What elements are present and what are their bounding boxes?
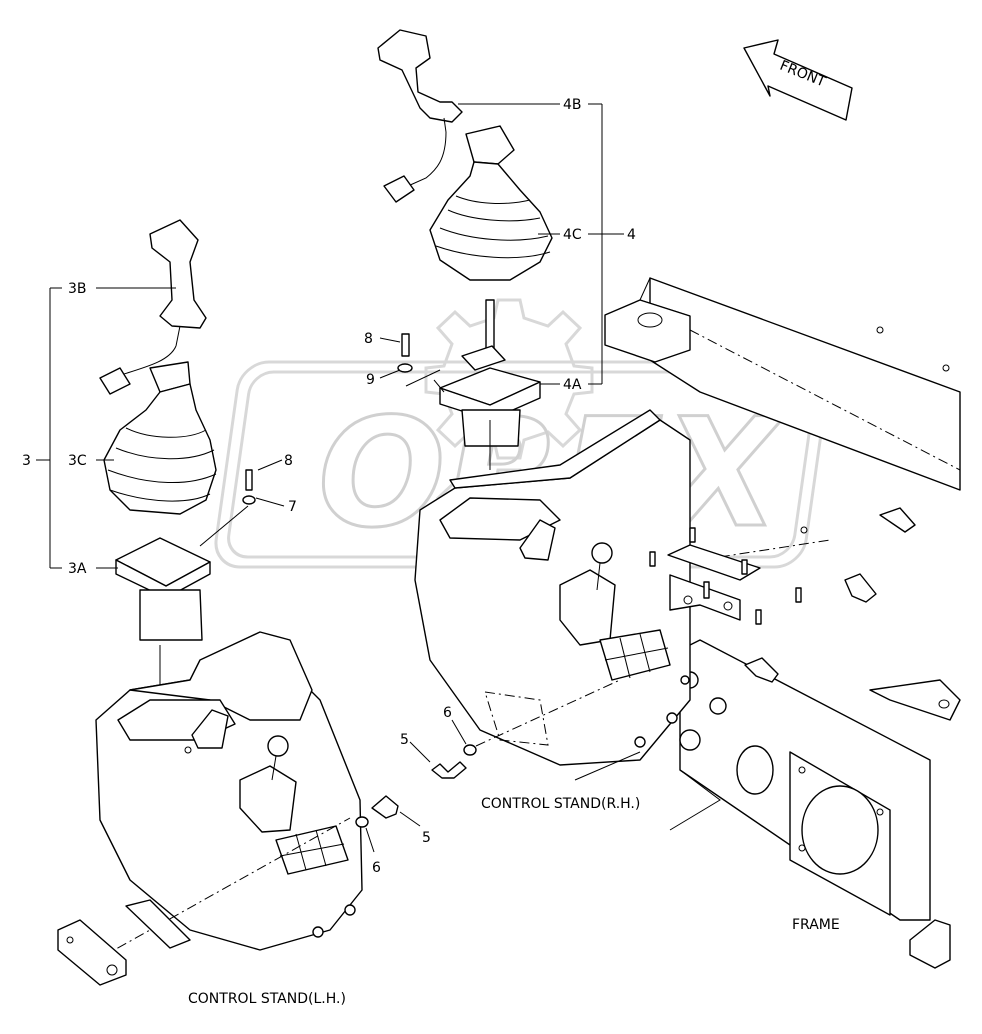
leader-lines <box>36 103 641 853</box>
caption-control-stand-rh: CONTROL STAND(R.H.) <box>481 796 640 812</box>
label-4c: 4C <box>563 227 582 243</box>
label-8-lower: 8 <box>284 453 293 469</box>
callout-labels: 4B 4C 4 4A 3B 3 3C 3A 8 9 8 7 5 6 5 6 <box>22 97 636 876</box>
joystick-3-assembly <box>99 219 413 700</box>
front-arrow-icon: FRONT <box>743 39 853 121</box>
label-4: 4 <box>627 227 636 243</box>
label-3a: 3A <box>68 561 87 577</box>
label-5-lower: 5 <box>422 830 431 846</box>
caption-frame: FRAME <box>792 917 840 933</box>
label-6-upper: 6 <box>443 705 452 721</box>
label-3b: 3B <box>68 281 87 297</box>
label-9: 9 <box>366 372 375 388</box>
control-stand-rh <box>414 409 831 766</box>
fasteners <box>355 679 621 828</box>
caption-control-stand-lh: CONTROL STAND(L.H.) <box>188 991 346 1007</box>
label-4b: 4B <box>563 97 582 113</box>
frame <box>604 277 961 969</box>
label-5-upper: 5 <box>400 732 409 748</box>
label-8-upper: 8 <box>364 331 373 347</box>
label-3: 3 <box>22 453 31 469</box>
label-3c: 3C <box>68 453 87 469</box>
label-4a: 4A <box>563 377 582 393</box>
label-6-lower: 6 <box>372 860 381 876</box>
joystick-4-assembly <box>377 29 553 470</box>
label-7: 7 <box>288 499 297 515</box>
control-stand-lh <box>57 631 363 986</box>
captions: CONTROL STAND(R.H.) CONTROL STAND(L.H.) … <box>188 796 840 1007</box>
